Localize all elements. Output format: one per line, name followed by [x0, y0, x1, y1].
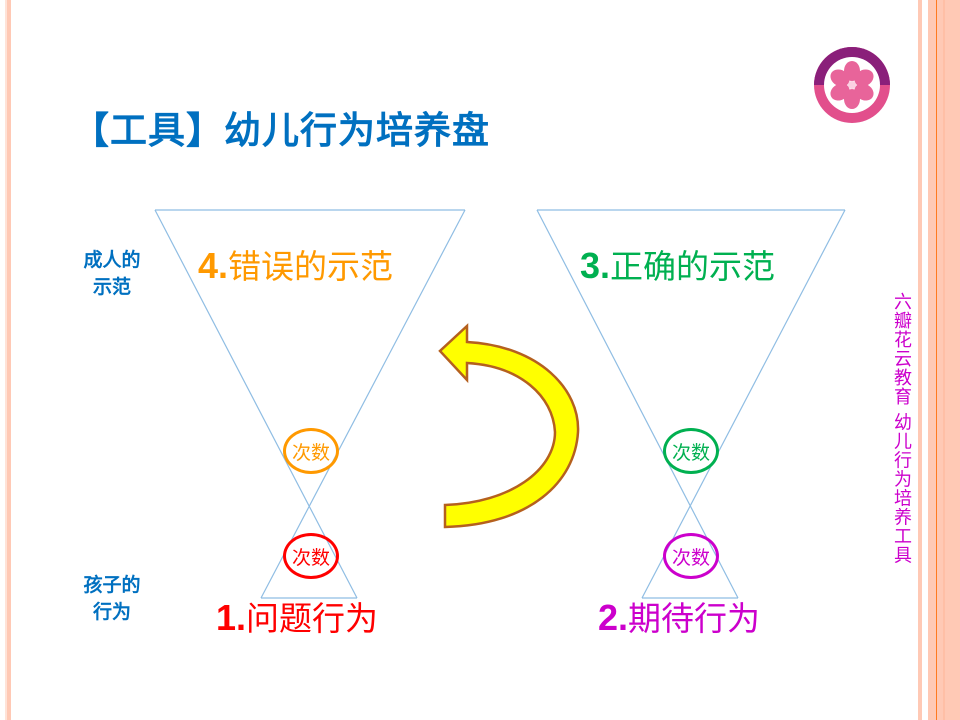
logo — [814, 47, 890, 123]
side-caption: 六瓣花云教育 幼儿行为培养工具 — [891, 292, 912, 565]
right-border-stripe — [918, 0, 922, 720]
counter-expected-behavior[interactable]: 次数 — [663, 533, 719, 579]
counter-correct-demo[interactable]: 次数 — [663, 428, 719, 474]
counter-problem-behavior[interactable]: 次数 — [283, 533, 339, 579]
counter-wrong-demo[interactable]: 次数 — [283, 428, 339, 474]
page-title: 【工具】幼儿行为培养盘 — [72, 109, 490, 152]
right-hourglass — [536, 209, 846, 599]
left-border-stripe — [5, 0, 7, 720]
quadrant-wrong-demo: 4.错误的示范 — [198, 240, 393, 288]
adult-demo-label: 成人的 示范 — [72, 247, 152, 301]
quadrant-number: 4. — [198, 245, 229, 286]
label-line: 示范 — [92, 276, 131, 298]
label-line: 成人的 — [83, 249, 141, 271]
left-hourglass — [154, 209, 466, 599]
right-border-shade — [943, 0, 945, 720]
quadrant-expected-behavior: 2.期待行为 — [598, 592, 760, 640]
quadrant-text: 正确的示范 — [610, 247, 776, 286]
quadrant-problem-behavior: 1.问题行为 — [216, 592, 378, 640]
label-line: 孩子的 — [83, 574, 141, 596]
child-behavior-label: 孩子的 行为 — [72, 572, 152, 626]
quadrant-number: 2. — [598, 597, 629, 638]
quadrant-text: 期待行为 — [628, 599, 761, 638]
quadrant-text: 错误的示范 — [228, 247, 394, 286]
quadrant-correct-demo: 3.正确的示范 — [580, 240, 775, 288]
quadrant-text: 问题行为 — [246, 599, 379, 638]
left-border-stripe — [7, 0, 11, 720]
quadrant-number: 1. — [216, 597, 247, 638]
label-line: 行为 — [92, 601, 131, 623]
quadrant-number: 3. — [580, 245, 611, 286]
right-border-line — [936, 0, 937, 720]
curved-arrow-icon — [438, 323, 580, 529]
